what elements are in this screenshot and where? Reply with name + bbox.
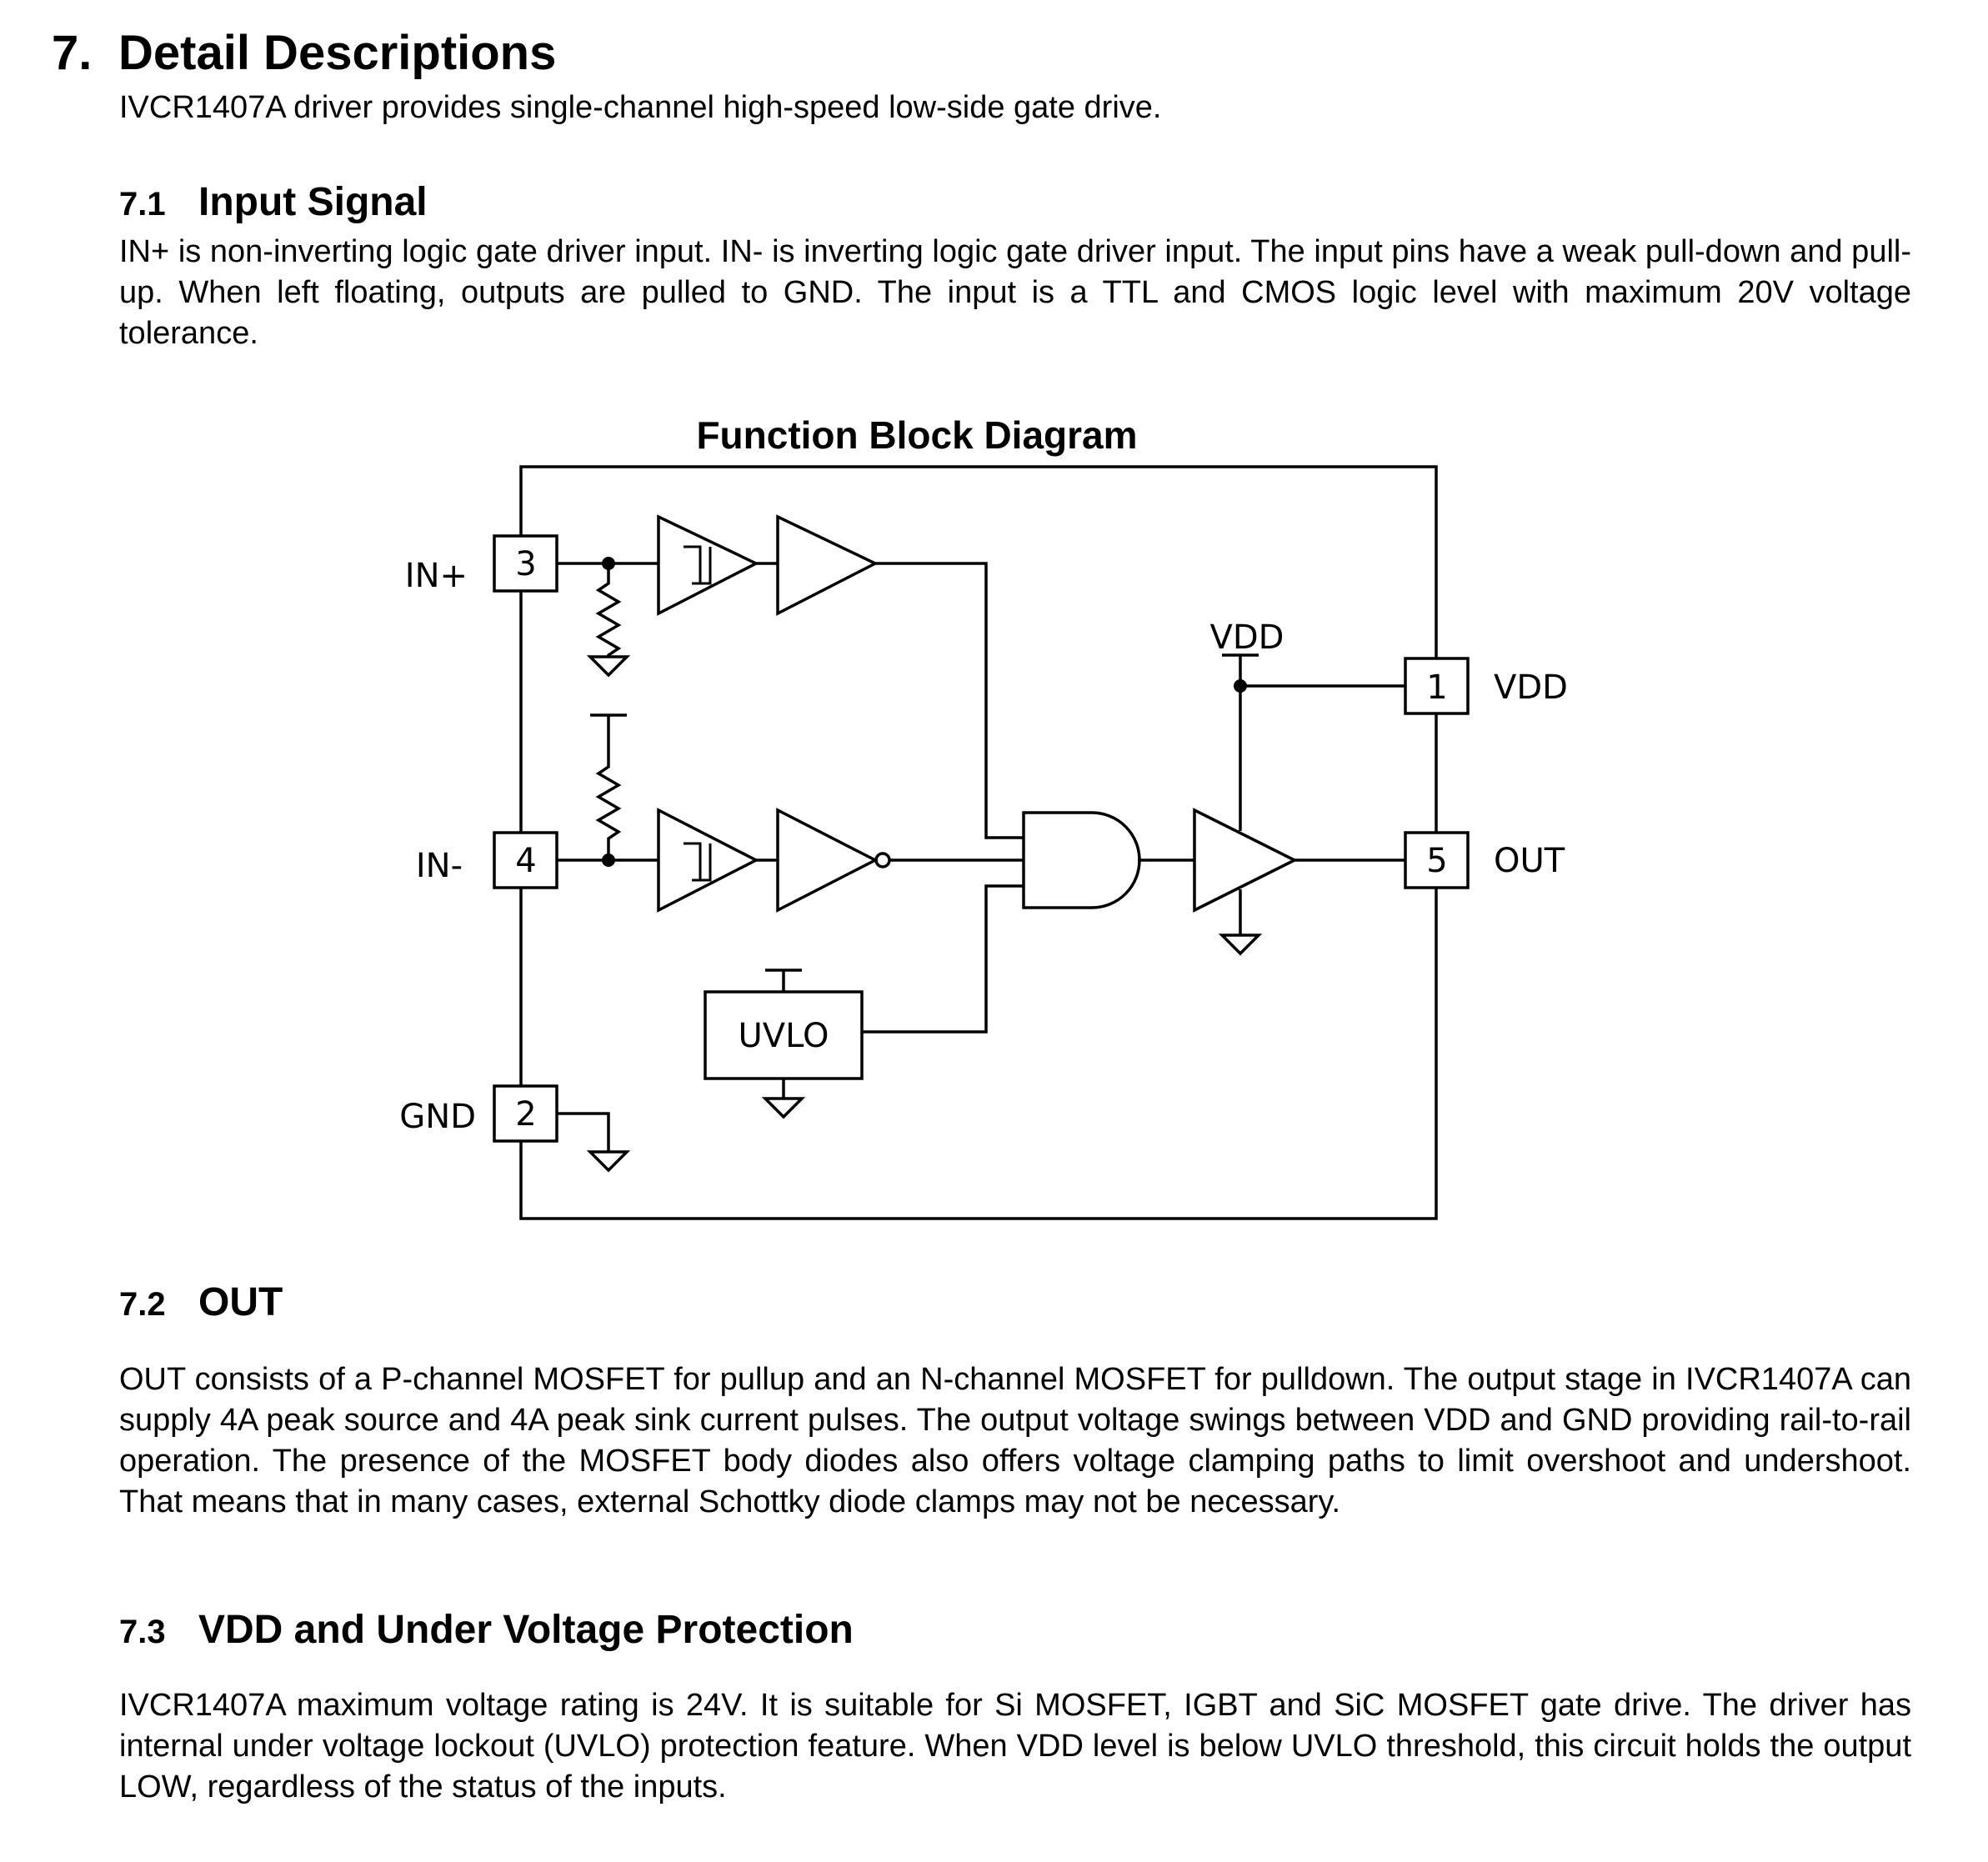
pin-label-inminus: IN-	[416, 847, 463, 885]
junction-vdd	[1234, 679, 1247, 693]
pin-number-3: 3	[515, 545, 536, 583]
pin-label-gnd: GND	[399, 1098, 476, 1136]
gnd-pin-ground	[586, 1150, 631, 1173]
subsection-number: 7.2	[119, 1286, 166, 1323]
uvlo-label: UVLO	[739, 1017, 829, 1055]
uvlo-supply	[765, 969, 802, 992]
subsection-title: OUT	[198, 1280, 283, 1324]
pin-number-1: 1	[1426, 668, 1447, 707]
resistor-pulldown	[595, 563, 622, 657]
pin-number-2: 2	[515, 1095, 536, 1134]
intro-text: IVCR1407A driver provides single-channel…	[119, 90, 1162, 125]
paragraph-vdd-uvlo: IVCR1407A maximum voltage rating is 24V.…	[119, 1688, 1911, 1804]
diagram-title: Function Block Diagram	[696, 413, 1137, 457]
junction-inminus	[602, 853, 615, 867]
paragraph-input-signal: IN+ is non-inverting logic gate driver i…	[119, 234, 1911, 351]
wire-uvlo-to-and	[862, 884, 1024, 1034]
schmitt-buffer-inminus	[657, 808, 759, 913]
section-number: 7.	[52, 26, 93, 80]
and-gate	[1022, 811, 1141, 909]
resistor-pullup	[595, 715, 622, 860]
pin-label-inplus: IN+	[405, 557, 468, 595]
pin-box-3	[493, 534, 558, 593]
pin-number-4: 4	[515, 842, 536, 880]
pin-label-out: OUT	[1494, 842, 1565, 880]
uvlo-ground	[761, 1097, 806, 1119]
schmitt-symbol-inplus	[684, 545, 712, 585]
junction-inplus	[602, 557, 615, 570]
subsection-heading-out: 7.2 OUT	[119, 1279, 283, 1325]
schmitt-symbol-inminus	[684, 842, 712, 882]
subsection-heading-input-signal: 7.1 Input Signal	[119, 179, 428, 225]
subsection-heading-vdd-uvlo: 7.3 VDD and Under Voltage Protection	[119, 1607, 854, 1653]
pin-number-5: 5	[1426, 842, 1447, 880]
paragraph-out: OUT consists of a P-channel MOSFET for p…	[119, 1362, 1911, 1519]
buffer-inplus	[776, 514, 879, 616]
output-driver	[1193, 808, 1298, 913]
ground-pulldown	[586, 655, 631, 678]
section-title: Detail Descriptions	[118, 26, 557, 80]
pin-box-4	[493, 831, 558, 889]
subsection-number: 7.1	[119, 186, 166, 223]
driver-ground	[1218, 934, 1263, 956]
pin-label-vdd: VDD	[1494, 668, 1568, 707]
subsection-title: Input Signal	[198, 180, 428, 224]
supply-label-vdd: VDD	[1210, 618, 1284, 657]
section-heading: 7. Detail Descriptions	[52, 25, 556, 81]
wire-gnd	[557, 1112, 610, 1152]
wire-inplus-to-and	[875, 562, 1024, 839]
function-block-diagram: Function Block Diagram 3 4 2 1 5 IN+ IN-…	[399, 413, 1568, 1220]
subsection-number: 7.3	[119, 1614, 166, 1650]
subsection-title: VDD and Under Voltage Protection	[198, 1608, 854, 1652]
schmitt-buffer-inplus	[657, 514, 759, 616]
inverter-inminus	[776, 808, 879, 913]
